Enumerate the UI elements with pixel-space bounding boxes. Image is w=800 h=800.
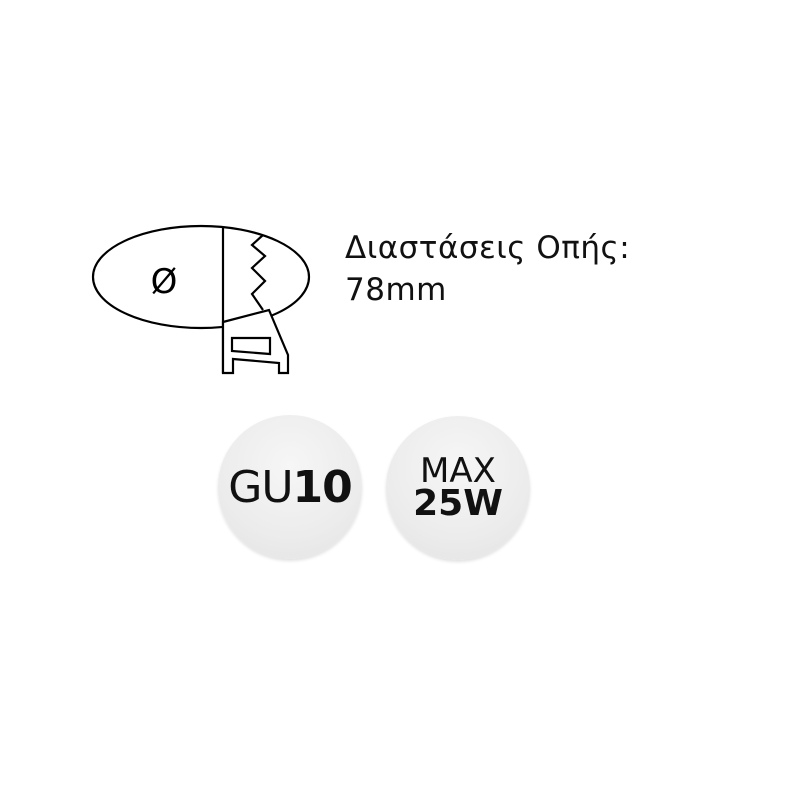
- fixture-slot: [230, 336, 272, 356]
- hole-dimensions-label: Διαστάσεις Οπής:: [345, 230, 631, 266]
- socket-prefix: GU: [228, 461, 293, 513]
- hole-dimensions: Διαστάσεις Οπής: 78mm: [345, 227, 630, 311]
- max-label: MAX: [420, 451, 496, 491]
- max-power-badge: MAX 25W: [386, 416, 530, 560]
- socket-label: GU10: [228, 461, 353, 513]
- diameter-symbol: Ø: [151, 262, 178, 302]
- cutout-ellipse: [91, 224, 311, 330]
- socket-badge: GU10: [218, 415, 362, 559]
- hole-dimensions-value: 78mm: [345, 272, 447, 308]
- fixture-profile: [221, 308, 290, 375]
- wattage-label: 25W: [413, 483, 503, 524]
- socket-number: 10: [292, 461, 353, 513]
- break-zigzag: [250, 234, 267, 311]
